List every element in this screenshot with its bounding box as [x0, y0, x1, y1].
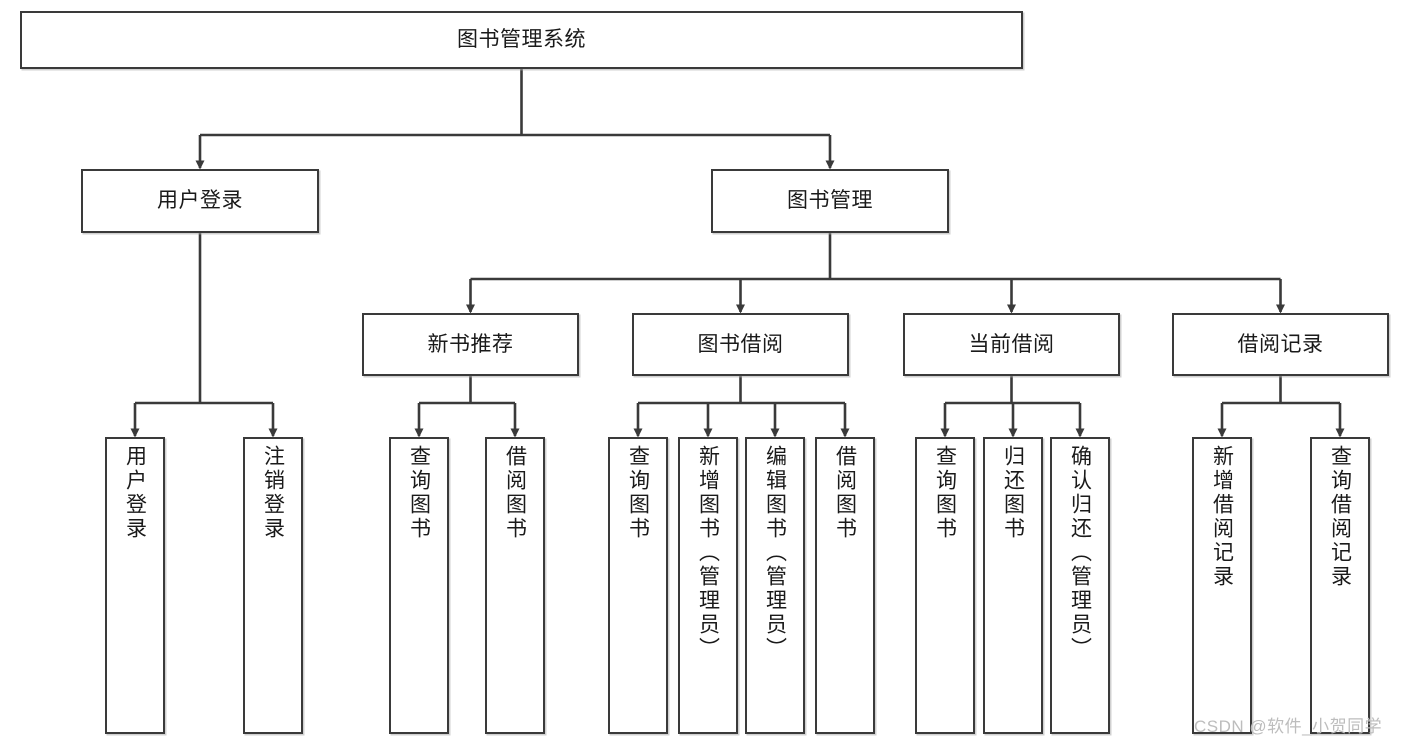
node-label-book-manage: 图书管理	[787, 189, 873, 213]
node-label-leaf-add-book: 新增图书（管理员）	[696, 445, 720, 661]
node-leaf-return-book[interactable]: 归还图书	[983, 437, 1043, 734]
node-leaf-edit-book[interactable]: 编辑图书（管理员）	[745, 437, 805, 734]
node-user-login[interactable]: 用户登录	[81, 169, 319, 233]
node-borrow-record[interactable]: 借阅记录	[1172, 313, 1389, 376]
node-label-borrow-record: 借阅记录	[1237, 332, 1324, 356]
node-leaf-add-record[interactable]: 新增借阅记录	[1192, 437, 1252, 734]
node-label-leaf-logout: 注销登录	[261, 445, 285, 541]
node-label-book-borrow: 图书借阅	[697, 332, 784, 356]
node-leaf-borrow-book-1[interactable]: 借阅图书	[485, 437, 545, 734]
node-label-leaf-borrow-book-1: 借阅图书	[503, 445, 527, 541]
node-root[interactable]: 图书管理系统	[20, 11, 1023, 69]
node-leaf-query-book-1[interactable]: 查询图书	[389, 437, 449, 734]
node-book-borrow[interactable]: 图书借阅	[632, 313, 849, 376]
node-label-root: 图书管理系统	[457, 28, 586, 52]
node-leaf-user-login[interactable]: 用户登录	[105, 437, 165, 734]
edge-group	[130, 69, 1345, 438]
node-leaf-add-book[interactable]: 新增图书（管理员）	[678, 437, 738, 734]
node-leaf-query-book-3[interactable]: 查询图书	[915, 437, 975, 734]
node-label-leaf-edit-book: 编辑图书（管理员）	[763, 445, 787, 661]
node-label-leaf-return-book: 归还图书	[1001, 445, 1025, 541]
node-label-current-borrow: 当前借阅	[968, 332, 1055, 356]
node-label-user-login: 用户登录	[157, 189, 243, 213]
node-label-leaf-user-login: 用户登录	[123, 445, 147, 541]
node-leaf-confirm-return[interactable]: 确认归还（管理员）	[1050, 437, 1110, 734]
node-label-leaf-confirm-return: 确认归还（管理员）	[1068, 445, 1092, 661]
node-label-leaf-query-book-2: 查询图书	[626, 445, 650, 541]
node-label-leaf-add-record: 新增借阅记录	[1210, 445, 1234, 589]
node-label-leaf-borrow-book-2: 借阅图书	[833, 445, 857, 541]
node-leaf-logout[interactable]: 注销登录	[243, 437, 303, 734]
node-leaf-borrow-book-2[interactable]: 借阅图书	[815, 437, 875, 734]
node-leaf-query-book-2[interactable]: 查询图书	[608, 437, 668, 734]
node-leaf-query-record[interactable]: 查询借阅记录	[1310, 437, 1370, 734]
node-label-new-book-rec: 新书推荐	[427, 332, 514, 356]
node-new-book-rec[interactable]: 新书推荐	[362, 313, 579, 376]
node-label-leaf-query-record: 查询借阅记录	[1328, 445, 1352, 589]
node-label-leaf-query-book-3: 查询图书	[933, 445, 957, 541]
node-current-borrow[interactable]: 当前借阅	[903, 313, 1120, 376]
node-label-leaf-query-book-1: 查询图书	[407, 445, 431, 541]
node-book-manage[interactable]: 图书管理	[711, 169, 949, 233]
